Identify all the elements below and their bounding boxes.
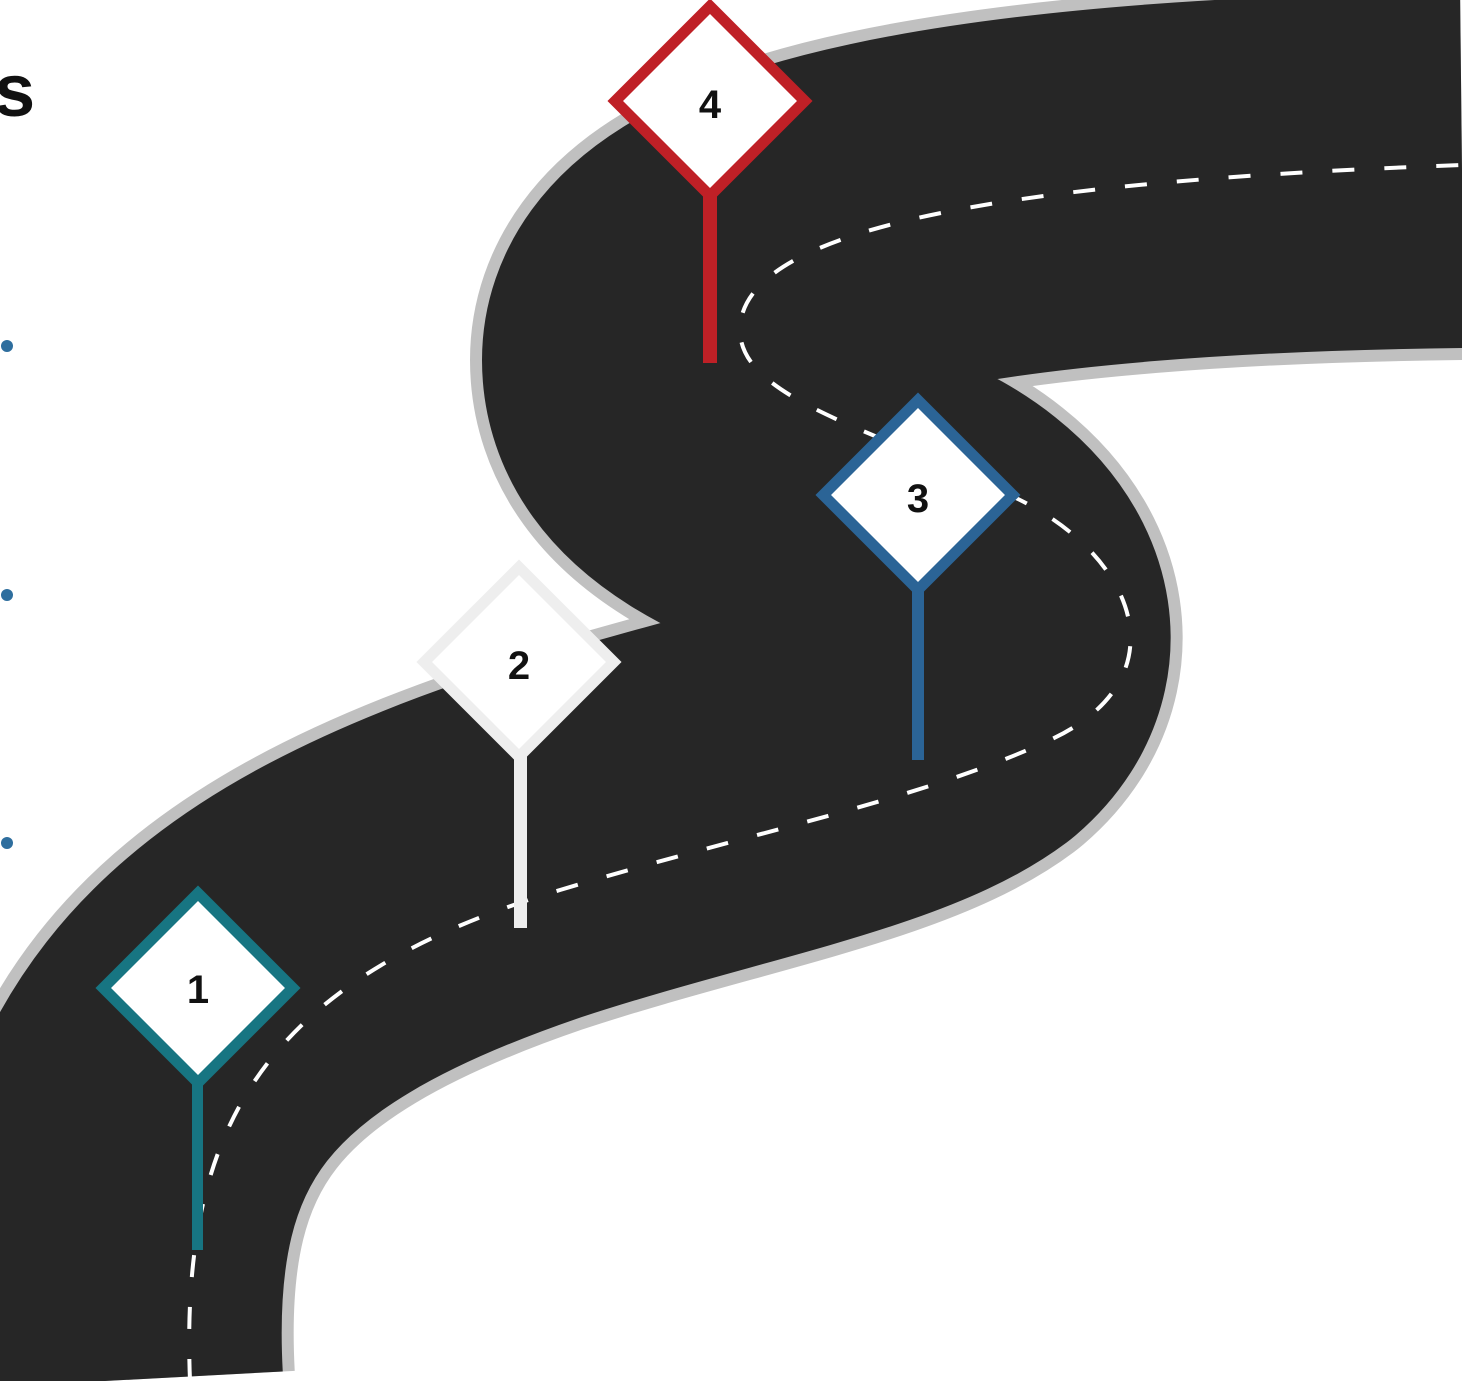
sign-2-diamond bbox=[416, 559, 622, 765]
sign-3-diamond bbox=[815, 392, 1021, 598]
sign-4-pole bbox=[703, 175, 717, 363]
sign-2-pole bbox=[514, 740, 527, 928]
milestone-sign-1: 1 bbox=[95, 885, 301, 1250]
bullet-1 bbox=[1, 340, 13, 352]
sign-1-number: 1 bbox=[187, 968, 209, 1012]
sign-3-pole bbox=[912, 570, 924, 760]
milestone-sign-4: 4 bbox=[607, 0, 813, 363]
sign-4-number: 4 bbox=[699, 83, 722, 127]
sign-1-pole bbox=[192, 1060, 203, 1250]
milestone-sign-2: 2 bbox=[416, 559, 622, 928]
bullet-2 bbox=[1, 589, 13, 601]
sign-3-number: 3 bbox=[907, 477, 929, 521]
milestone-sign-3: 3 bbox=[815, 392, 1021, 760]
page-title-fragment: s bbox=[0, 49, 35, 132]
lane-marking bbox=[187, 163, 1462, 1381]
bullet-3 bbox=[1, 837, 13, 849]
sign-4-diamond bbox=[607, 0, 813, 204]
sign-2-number: 2 bbox=[508, 644, 530, 688]
sign-1-diamond bbox=[95, 885, 301, 1091]
